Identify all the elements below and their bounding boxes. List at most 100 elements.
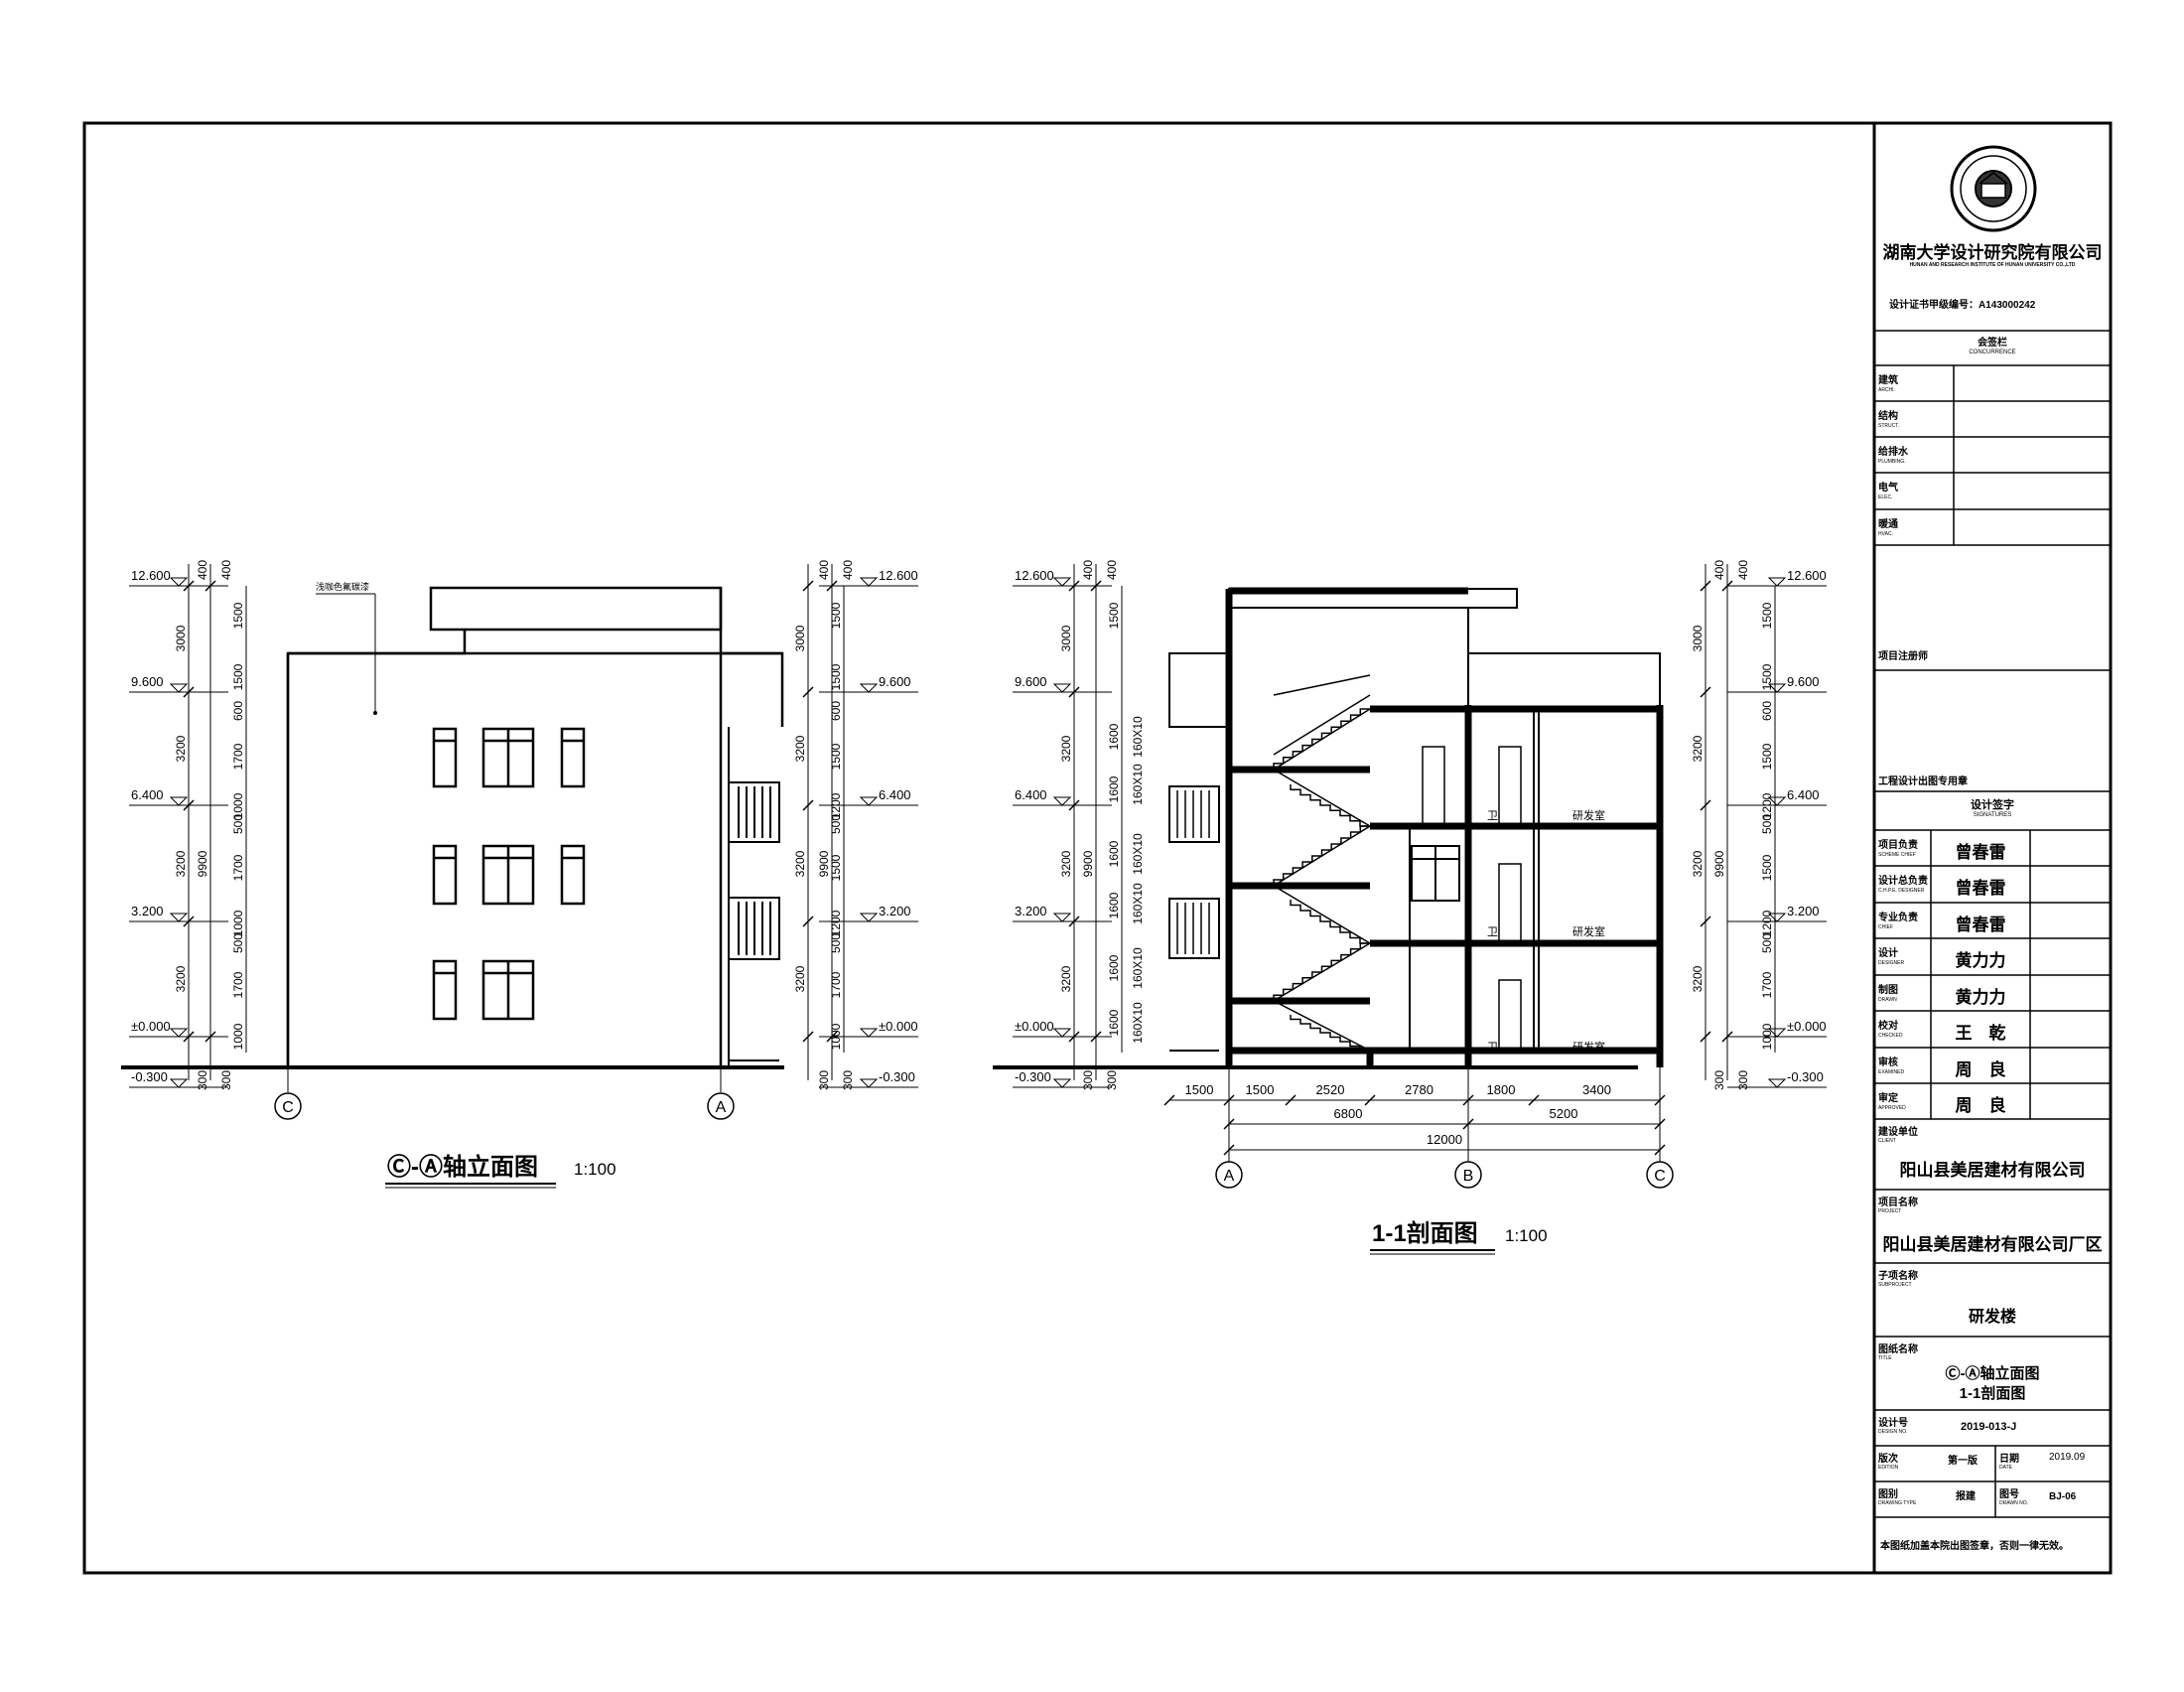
dimension-label: 500	[829, 933, 843, 953]
level-label: 3.200	[1787, 904, 1820, 918]
dimension-label: 1200	[829, 792, 843, 819]
dimension-label: 1600	[1107, 1009, 1121, 1036]
countersign-discipline-en: HVAC.	[1878, 531, 1893, 537]
axis-bubble-c	[274, 1092, 302, 1120]
window-tag: 160X10	[1131, 716, 1145, 758]
dimension-label: 1600	[1107, 776, 1121, 802]
dimension-label: 500	[231, 933, 245, 953]
dimension-label: 3200	[793, 850, 807, 877]
drawing-title-label: 图纸名称	[1878, 1344, 1918, 1355]
level-mark: 6.400	[1013, 787, 1112, 806]
level-label: ±0.000	[1015, 1019, 1054, 1034]
drawing-no-label: 图号	[1999, 1489, 2019, 1500]
signature-role-en: EXAMINED	[1878, 1069, 1905, 1075]
dimension-label: 1500	[231, 602, 245, 629]
level-mark: 12.600	[129, 568, 228, 587]
wc-label-3: 卫	[1487, 810, 1498, 822]
dimension-label: 600	[829, 701, 843, 721]
section-dim-label: 2780	[1405, 1082, 1433, 1097]
countersign-discipline-en: ELEC.	[1878, 494, 1893, 500]
signature-name: 黄力力	[1955, 988, 2006, 1007]
countersign-discipline-en: STRUCT.	[1878, 423, 1900, 429]
design-no-label: 设计号	[1878, 1418, 1908, 1429]
date-label-en: DATE	[1999, 1465, 2012, 1471]
fine-dimension-column: 1500150060015001200500150012005001700100…	[1760, 586, 1776, 1053]
dimension-column: 9900	[1081, 564, 1102, 1080]
parapet-dim: 400	[841, 560, 855, 580]
parapet-dim: 400	[817, 560, 831, 580]
axis-bubble-b	[1454, 1161, 1482, 1189]
client-label: 建设单位	[1878, 1127, 1918, 1138]
level-mark: 6.400	[819, 787, 918, 806]
signature-name: 周 良	[1955, 1060, 2006, 1079]
level-mark: 12.600	[819, 568, 918, 587]
level-label: 3.200	[1015, 904, 1047, 918]
signature-role-en: CHIEF	[1878, 924, 1893, 930]
dimension-label: 1000	[231, 1023, 245, 1050]
subproject-label-en: SUBPROJECT	[1878, 1282, 1912, 1288]
section-dim-label: 1800	[1487, 1082, 1516, 1097]
dimension-label: 1700	[829, 971, 843, 998]
dimension-label: 500	[829, 814, 843, 834]
parapet-dim: 400	[196, 560, 209, 580]
drawing-title-line1: Ⓒ-Ⓐ轴立面图	[1945, 1365, 2040, 1382]
dimension-column: 9900	[196, 564, 216, 1080]
section-axis-b: B	[1463, 1168, 1474, 1185]
axis-label-c: C	[282, 1099, 294, 1116]
elevation-view: 浅咖色氟碳漆 C A Ⓒ-Ⓐ轴立面图 1:100	[121, 581, 784, 1189]
level-mark: -0.300	[1013, 1069, 1112, 1088]
elevation-balconies	[728, 727, 780, 1067]
level-label: 3.200	[879, 904, 911, 918]
dimension-label: 3200	[793, 735, 807, 762]
material-note: 浅咖色氟碳漆	[316, 581, 369, 592]
room-label-3: 研发室	[1572, 808, 1605, 822]
dimension-label: 3200	[1691, 735, 1705, 762]
dimension-label: 1000	[231, 910, 245, 936]
level-label: ±0.000	[879, 1019, 918, 1034]
section-cut-walls	[1225, 587, 1664, 1067]
dimension-label: 1500	[1760, 854, 1774, 881]
signature-role: 制图	[1878, 985, 1898, 996]
signature-role: 专业负责	[1878, 913, 1918, 923]
registered-engineer-label: 项目注册师	[1878, 651, 1928, 662]
dimension-label: 1200	[829, 910, 843, 936]
level-label: 12.600	[879, 568, 918, 583]
signatures-title-en: SIGNATURES	[1973, 812, 2012, 818]
level-mark: 9.600	[1727, 674, 1827, 693]
dimension-label: 3200	[1059, 965, 1073, 992]
level-label: 12.600	[1015, 568, 1054, 583]
level-label: 12.600	[131, 568, 171, 583]
wc-label-2: 卫	[1487, 926, 1498, 938]
dimension-label: 3000	[793, 625, 807, 651]
dimension-label: 1500	[829, 602, 843, 629]
dimension-label: 600	[1760, 701, 1774, 721]
drawing-title-line2: 1-1剖面图	[1959, 1385, 2026, 1402]
countersign-discipline-en: ARCHI.	[1878, 387, 1895, 393]
level-mark: 3.200	[129, 904, 228, 922]
stair-flight	[1290, 900, 1370, 944]
section-dim-label: 6800	[1334, 1106, 1363, 1121]
dimension-label: 1600	[1107, 723, 1121, 750]
signature-role-en: DRAWN	[1878, 997, 1897, 1003]
base-dim: 300	[1736, 1070, 1750, 1090]
elevation-roof-outline	[286, 586, 723, 1067]
dimension-label: 3000	[174, 625, 188, 651]
window-tag: 160X10	[1131, 947, 1145, 989]
level-label: -0.300	[131, 1069, 168, 1084]
window-tag: 160X10	[1131, 833, 1145, 875]
section-doors	[1422, 746, 1522, 1051]
signature-name: 曾春雷	[1955, 916, 2006, 934]
dimension-label: 3000	[1691, 625, 1705, 651]
edition-label-en: EDITION	[1878, 1465, 1899, 1471]
section-dim-label: 12000	[1427, 1132, 1462, 1147]
dimension-label: 1600	[1107, 954, 1121, 981]
signature-role: 设计总负责	[1878, 876, 1928, 887]
wc-label-1: 卫	[1487, 1042, 1498, 1054]
level-label: 6.400	[131, 787, 164, 802]
base-dim: 300	[1105, 1070, 1119, 1090]
dimension-label: 1500	[231, 663, 245, 690]
dimension-label: 1600	[1107, 892, 1121, 918]
